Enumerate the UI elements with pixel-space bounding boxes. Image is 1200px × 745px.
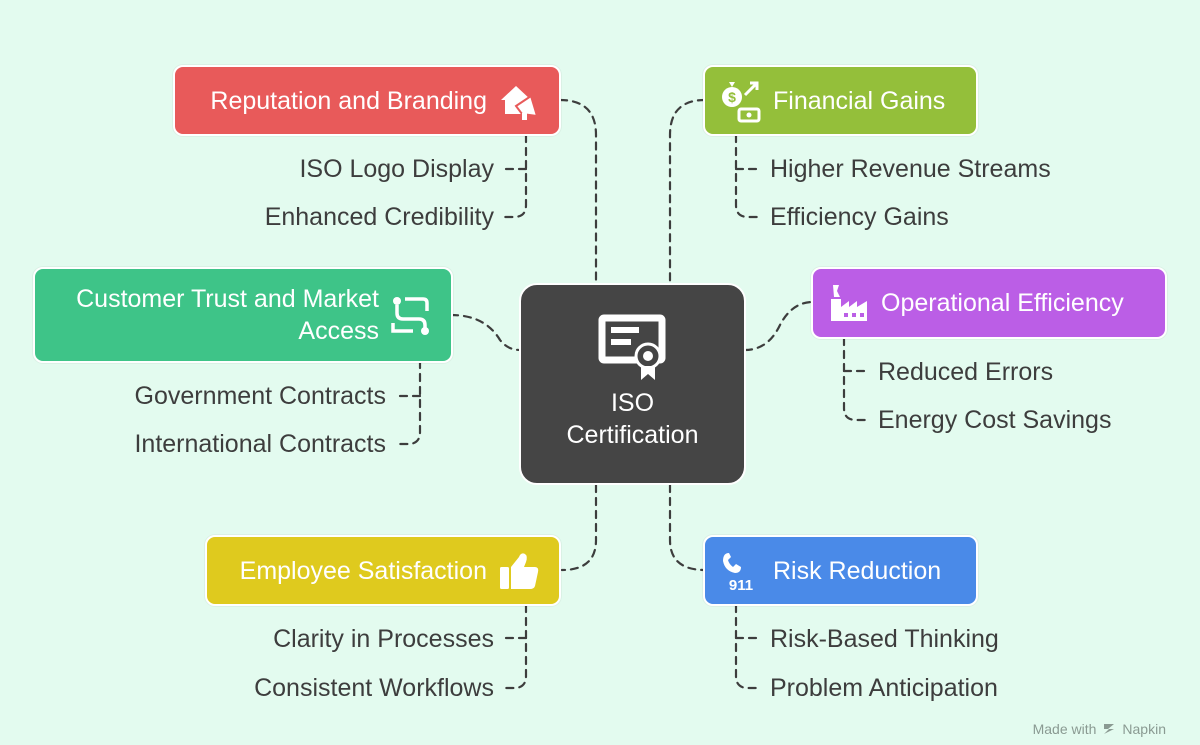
subitem-risk-based-thinking: Risk-Based Thinking: [770, 625, 999, 653]
branch-operational-efficiency[interactable]: Operational Efficiency: [811, 267, 1167, 339]
megaphone-house-icon: [497, 79, 541, 123]
thumbs-up-icon: [497, 549, 541, 593]
branch-label: Operational Efficiency: [881, 289, 1124, 317]
branch-label-line1: Customer Trust and Market: [76, 285, 379, 313]
svg-text:$: $: [728, 89, 736, 105]
subitem-higher-revenue-streams: Higher Revenue Streams: [770, 155, 1051, 183]
branch-label: Employee Satisfaction: [239, 556, 487, 585]
subitem-efficiency-gains: Efficiency Gains: [770, 203, 949, 231]
subitem-energy-cost-savings: Energy Cost Savings: [878, 406, 1112, 434]
branch-label: Reputation and Branding: [210, 86, 487, 115]
subitem-consistent-workflows: Consistent Workflows: [254, 674, 494, 702]
svg-text:911: 911: [729, 577, 753, 593]
made-with-napkin-watermark[interactable]: Made with Napkin: [1033, 721, 1166, 737]
subitem-reduced-errors: Reduced Errors: [878, 358, 1054, 386]
branch-label-line2: Access: [298, 317, 379, 345]
center-title-line2: Certification: [566, 421, 699, 449]
subitem-government-contracts: Government Contracts: [134, 382, 387, 410]
branch-employee-satisfaction[interactable]: Employee Satisfaction: [205, 535, 561, 606]
center-title-line1: ISO: [610, 389, 655, 417]
branch-label: Financial Gains: [773, 86, 946, 115]
factory-icon: [827, 281, 871, 325]
branch-risk-reduction[interactable]: 911 Risk Reduction: [703, 535, 978, 606]
money-growth-icon: $: [719, 79, 763, 123]
branch-customer-trust-and-market-access[interactable]: Customer Trust and Market Access: [33, 267, 453, 363]
branch-reputation-and-branding[interactable]: Reputation and Branding: [173, 65, 561, 136]
certificate-icon: [597, 313, 673, 388]
subitem-problem-anticipation: Problem Anticipation: [770, 674, 998, 702]
branch-label: Risk Reduction: [773, 556, 942, 585]
subitem-iso-logo-display: ISO Logo Display: [299, 155, 494, 183]
napkin-logo-icon: [1102, 722, 1116, 736]
subitem-international-contracts: International Contracts: [134, 430, 386, 458]
napkin-brand-text: Napkin: [1122, 721, 1166, 737]
made-with-text: Made with: [1032, 721, 1097, 737]
subitem-clarity-in-processes: Clarity in Processes: [273, 625, 494, 653]
emergency-phone-icon: 911: [719, 549, 763, 593]
branch-financial-gains[interactable]: $ Financial Gains: [703, 65, 978, 136]
subitem-enhanced-credibility: Enhanced Credibility: [264, 203, 494, 231]
map-route-icon: [389, 293, 433, 337]
center-node[interactable]: ISO Certification: [519, 283, 746, 485]
